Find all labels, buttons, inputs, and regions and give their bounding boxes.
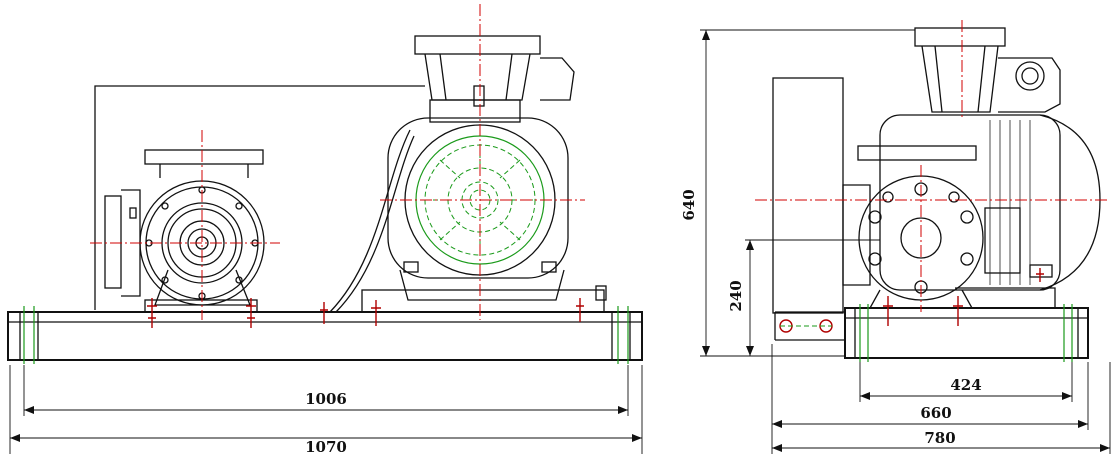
dim-label-240: 240 xyxy=(727,280,745,311)
dim-1006: 1006 xyxy=(23,365,629,416)
front-baseplate xyxy=(7,306,643,364)
flange-bolts-side xyxy=(868,182,974,294)
centerlines-front xyxy=(90,4,585,320)
dim-424: 424 xyxy=(859,362,1073,402)
dim-240: 240 xyxy=(727,239,880,356)
dim-label-1070: 1070 xyxy=(305,438,347,454)
motor-side xyxy=(857,27,1101,309)
hold-down-bolts-front xyxy=(147,298,584,328)
dim-label-660: 660 xyxy=(920,404,951,422)
coupling-guard xyxy=(94,85,425,310)
side-view: 640 240 424 660 xyxy=(680,20,1111,454)
dim-label-640: 640 xyxy=(680,189,698,220)
dim-1070: 1070 xyxy=(9,365,643,454)
coupling-guard-side xyxy=(772,77,844,314)
dim-label-780: 780 xyxy=(924,429,955,447)
hold-down-bolts-side xyxy=(883,268,1044,326)
dim-660: 660 xyxy=(771,344,1089,454)
centerlines-side xyxy=(755,20,1110,312)
motor-front xyxy=(329,35,607,313)
side-baseplate xyxy=(774,304,1089,362)
dim-640: 640 xyxy=(680,29,915,357)
dim-780: 780 xyxy=(772,362,1111,454)
dim-label-424: 424 xyxy=(950,376,981,394)
pump-casing-front xyxy=(104,149,265,313)
dim-label-1006: 1006 xyxy=(305,390,347,408)
front-view: 1006 1070 xyxy=(7,4,643,454)
